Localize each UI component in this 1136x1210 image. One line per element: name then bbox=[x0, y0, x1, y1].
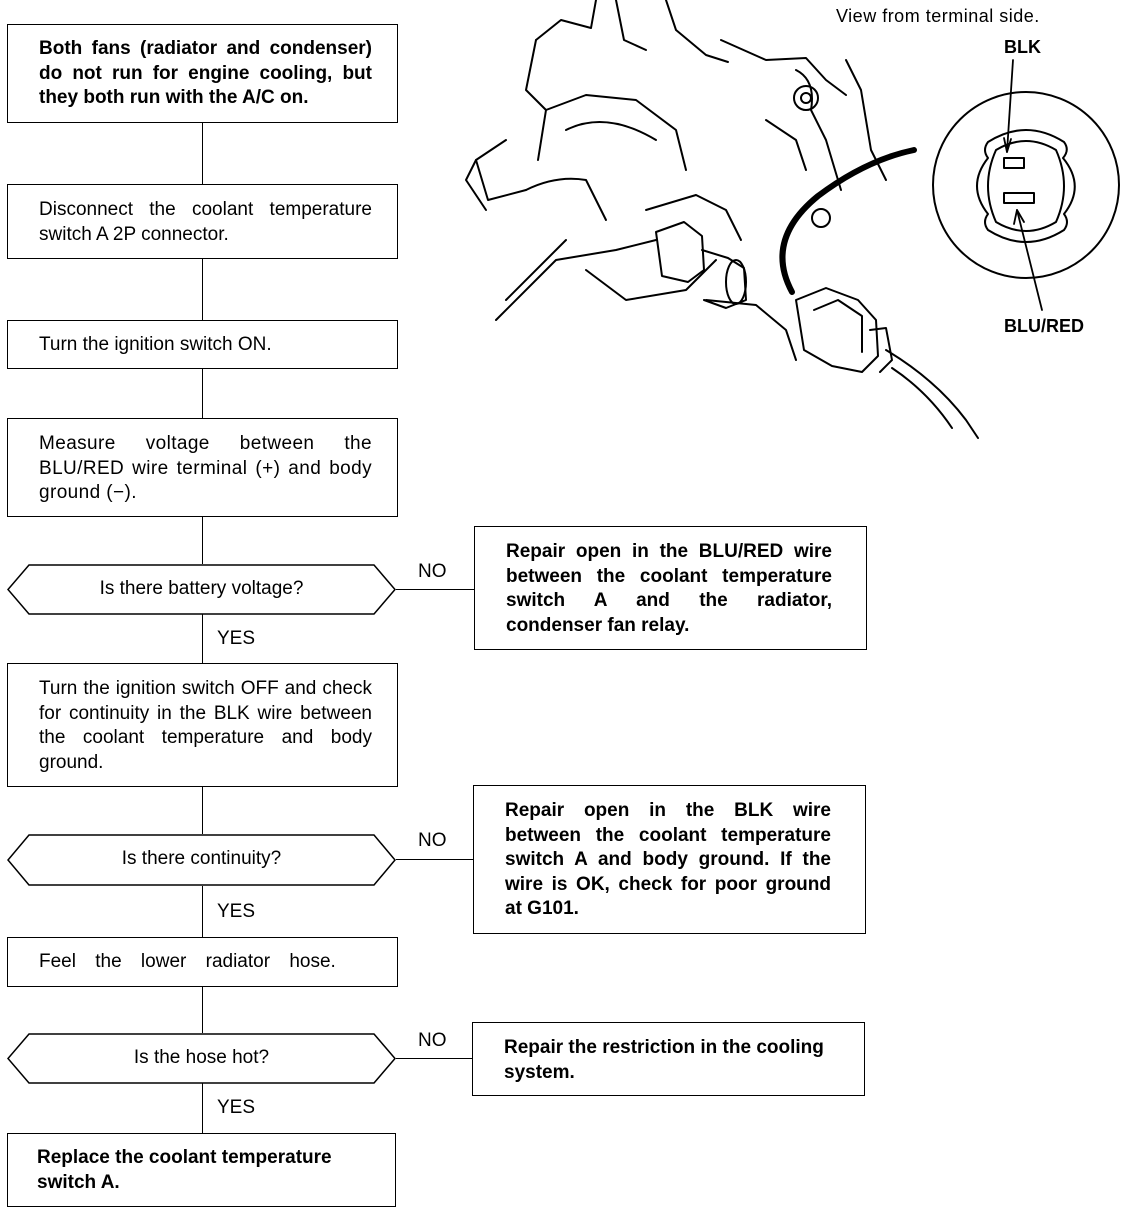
engine-switch-illustration bbox=[465, 0, 1120, 439]
decision-battery-voltage-text: Is there battery voltage? bbox=[99, 578, 304, 599]
connector-line bbox=[202, 614, 203, 663]
illustration-caption: View from terminal side. bbox=[836, 6, 1040, 26]
connector-line bbox=[202, 786, 203, 834]
connector-line bbox=[202, 886, 203, 937]
connector-line bbox=[202, 122, 203, 185]
ignition-on-step-box: Turn the ignition switch ON. bbox=[7, 320, 398, 369]
connector-line bbox=[202, 1083, 203, 1133]
wire-label-blu-red: BLU/RED bbox=[1004, 316, 1084, 336]
repair-restriction-text: Repair the restriction in the cooling sy… bbox=[504, 1037, 824, 1083]
connector-line bbox=[202, 986, 203, 1033]
connector-line bbox=[202, 368, 203, 418]
disconnect-step-text: Disconnect the coolant temperature switc… bbox=[39, 199, 372, 245]
repair-restriction-box: Repair the restriction in the cooling sy… bbox=[472, 1022, 865, 1096]
yes-label: YES bbox=[217, 1097, 256, 1118]
no-label: NO bbox=[418, 561, 447, 582]
start-symptom-box: Both fans (radiator and condenser) do no… bbox=[7, 24, 398, 123]
connector-line bbox=[202, 516, 203, 564]
wire-label-blk: BLK bbox=[1004, 37, 1041, 57]
feel-hose-step-box: Feel the lower radiator hose. bbox=[7, 937, 398, 987]
decision-continuity-text: Is there continuity? bbox=[121, 848, 282, 869]
decision-hose-hot: Is the hose hot? bbox=[7, 1033, 396, 1084]
no-branch-line bbox=[396, 859, 473, 860]
decision-continuity: Is there continuity? bbox=[7, 834, 396, 886]
repair-blk-box: Repair open in the BLK wire between the … bbox=[473, 785, 866, 934]
yes-label: YES bbox=[217, 901, 256, 922]
no-branch-line bbox=[396, 1058, 472, 1059]
disconnect-step-box: Disconnect the coolant temperature switc… bbox=[7, 184, 398, 259]
connector-line bbox=[202, 258, 203, 320]
repair-blk-text: Repair open in the BLK wire between the … bbox=[505, 800, 831, 919]
decision-battery-voltage: Is there battery voltage? bbox=[7, 564, 396, 615]
continuity-check-step-text: Turn the ignition switch OFF and check f… bbox=[39, 678, 372, 773]
yes-label: YES bbox=[217, 628, 256, 649]
replace-switch-text: Replace the coolant temperature switch A… bbox=[37, 1147, 332, 1193]
measure-voltage-step-text: Measure voltage between the BLU/RED wire… bbox=[39, 433, 372, 503]
start-symptom-text: Both fans (radiator and condenser) do no… bbox=[39, 38, 372, 108]
replace-switch-box: Replace the coolant temperature switch A… bbox=[7, 1133, 396, 1207]
no-label: NO bbox=[418, 830, 447, 851]
no-branch-line bbox=[396, 589, 474, 590]
no-label: NO bbox=[418, 1030, 447, 1051]
repair-blu-red-text: Repair open in the BLU/RED wire between … bbox=[506, 541, 832, 636]
decision-hose-hot-text: Is the hose hot? bbox=[133, 1047, 270, 1068]
repair-blu-red-box: Repair open in the BLU/RED wire between … bbox=[474, 526, 867, 650]
ignition-on-step-text: Turn the ignition switch ON. bbox=[39, 334, 272, 355]
feel-hose-step-text: Feel the lower radiator hose. bbox=[39, 951, 336, 972]
continuity-check-step-box: Turn the ignition switch OFF and check f… bbox=[7, 663, 398, 787]
measure-voltage-step-box: Measure voltage between the BLU/RED wire… bbox=[7, 418, 398, 517]
